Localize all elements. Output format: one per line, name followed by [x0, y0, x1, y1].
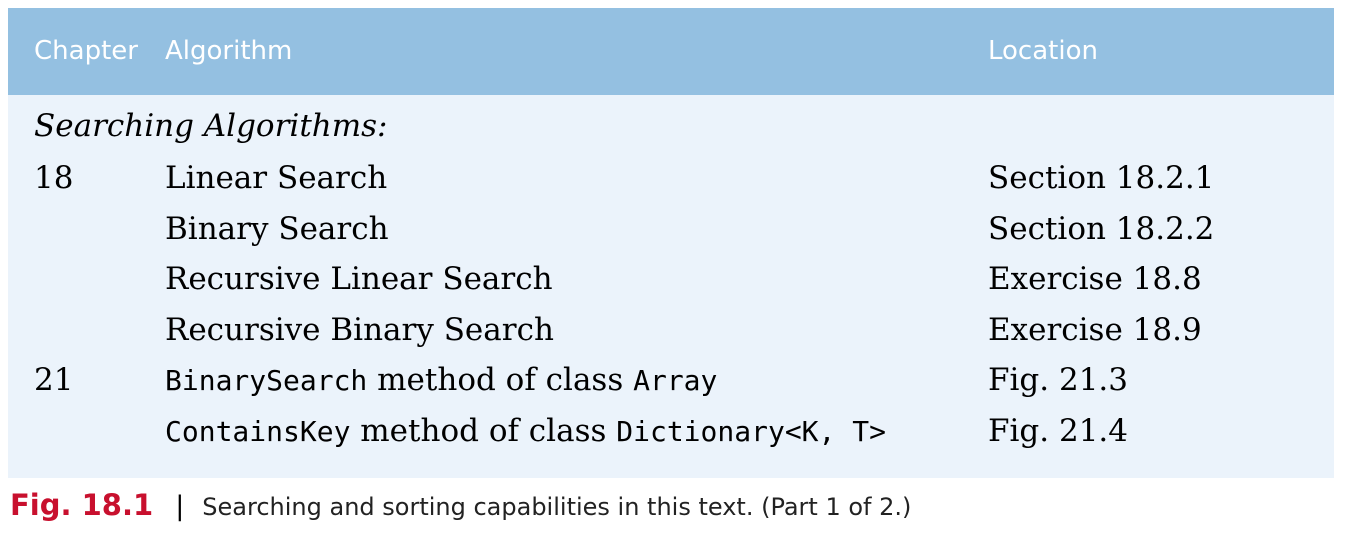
header-algorithm: Algorithm: [165, 36, 293, 66]
row-location: Section 18.2.1: [988, 160, 1215, 196]
row-algorithm: ContainsKey method of class Dictionary<K…: [165, 406, 886, 462]
row-location: Section 18.2.2: [988, 210, 1215, 247]
code-term: Dictionary<K, T>: [616, 414, 886, 448]
figure-label: Fig. 18.1: [10, 488, 154, 522]
caption-separator: |: [175, 491, 185, 522]
table-row: 21 BinarySearch method of class Array Fig.…: [8, 355, 1334, 405]
row-algorithm: Recursive Linear Search: [165, 254, 553, 310]
row-algorithm: Linear Search: [165, 153, 387, 209]
figure-caption: Fig. 18.1 | Searching and sorting capabili…: [10, 488, 911, 528]
table-row: Binary Search Section 18.2.2: [8, 204, 1334, 254]
row-chapter: 21: [34, 362, 74, 398]
code-term: BinarySearch: [165, 364, 368, 397]
row-location: Fig. 21.3: [988, 362, 1128, 398]
section-title: Searching Algorithms:: [34, 108, 388, 144]
table-row: 18 Linear Search Section 18.2.1: [8, 153, 1334, 203]
table-row: Recursive Linear Search Exercise 18.8: [8, 254, 1334, 304]
row-location: Exercise 18.8: [988, 261, 1202, 297]
table-row: Recursive Binary Search Exercise 18.9: [8, 305, 1334, 355]
code-term: ContainsKey: [165, 414, 351, 448]
row-chapter: 18: [34, 160, 74, 196]
algorithm-text: method of class: [350, 412, 617, 449]
algorithm-text: Recursive Binary Search: [165, 311, 554, 348]
row-location: Exercise 18.9: [988, 311, 1202, 348]
algorithm-text: Binary Search: [165, 210, 389, 247]
algorithm-text: Linear Search: [165, 160, 388, 196]
code-term: Array: [633, 364, 718, 397]
caption-text: Searching and sorting capabilities in th…: [202, 493, 912, 521]
row-algorithm: Recursive Binary Search: [165, 305, 554, 361]
table-row: ContainsKey method of class Dictionary<K…: [8, 406, 1334, 456]
row-algorithm: Binary Search: [165, 204, 389, 260]
algorithm-text: method of class: [367, 362, 634, 398]
algorithm-text: Recursive Linear Search: [165, 261, 553, 297]
row-algorithm: BinarySearch method of class Array: [165, 355, 717, 411]
capabilities-table: Chapter Algorithm Location Searching Alg…: [8, 8, 1334, 478]
header-chapter: Chapter: [34, 36, 138, 66]
row-location: Fig. 21.4: [988, 412, 1128, 449]
header-location: Location: [988, 36, 1098, 66]
table-header: Chapter Algorithm Location: [8, 8, 1334, 95]
